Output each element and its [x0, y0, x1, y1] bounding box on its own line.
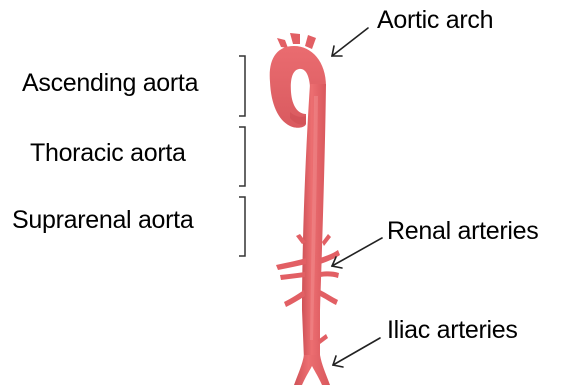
- iliac-arteries-label: Iliac arteries: [387, 318, 518, 343]
- renal-arteries-arrow: [332, 238, 382, 268]
- renal-arteries-label: Renal arteries: [387, 219, 538, 244]
- aortic-arch-label: Aortic arch: [377, 8, 493, 33]
- ascending-aorta-label: Ascending aorta: [22, 71, 198, 96]
- thoracic-aorta-bracket: [239, 127, 245, 186]
- suprarenal-aorta-bracket: [239, 197, 245, 256]
- suprarenal-aorta-label: Suprarenal aorta: [12, 208, 193, 233]
- iliac-arteries-vessel: [294, 355, 330, 385]
- thoracic-aorta-label: Thoracic aorta: [30, 141, 186, 166]
- ascending-aorta-bracket: [239, 56, 245, 116]
- iliac-arteries-arrow: [333, 338, 380, 367]
- label-arrows: [332, 28, 382, 367]
- label-brackets: [239, 56, 245, 256]
- aortic-arch-arrow: [332, 28, 368, 56]
